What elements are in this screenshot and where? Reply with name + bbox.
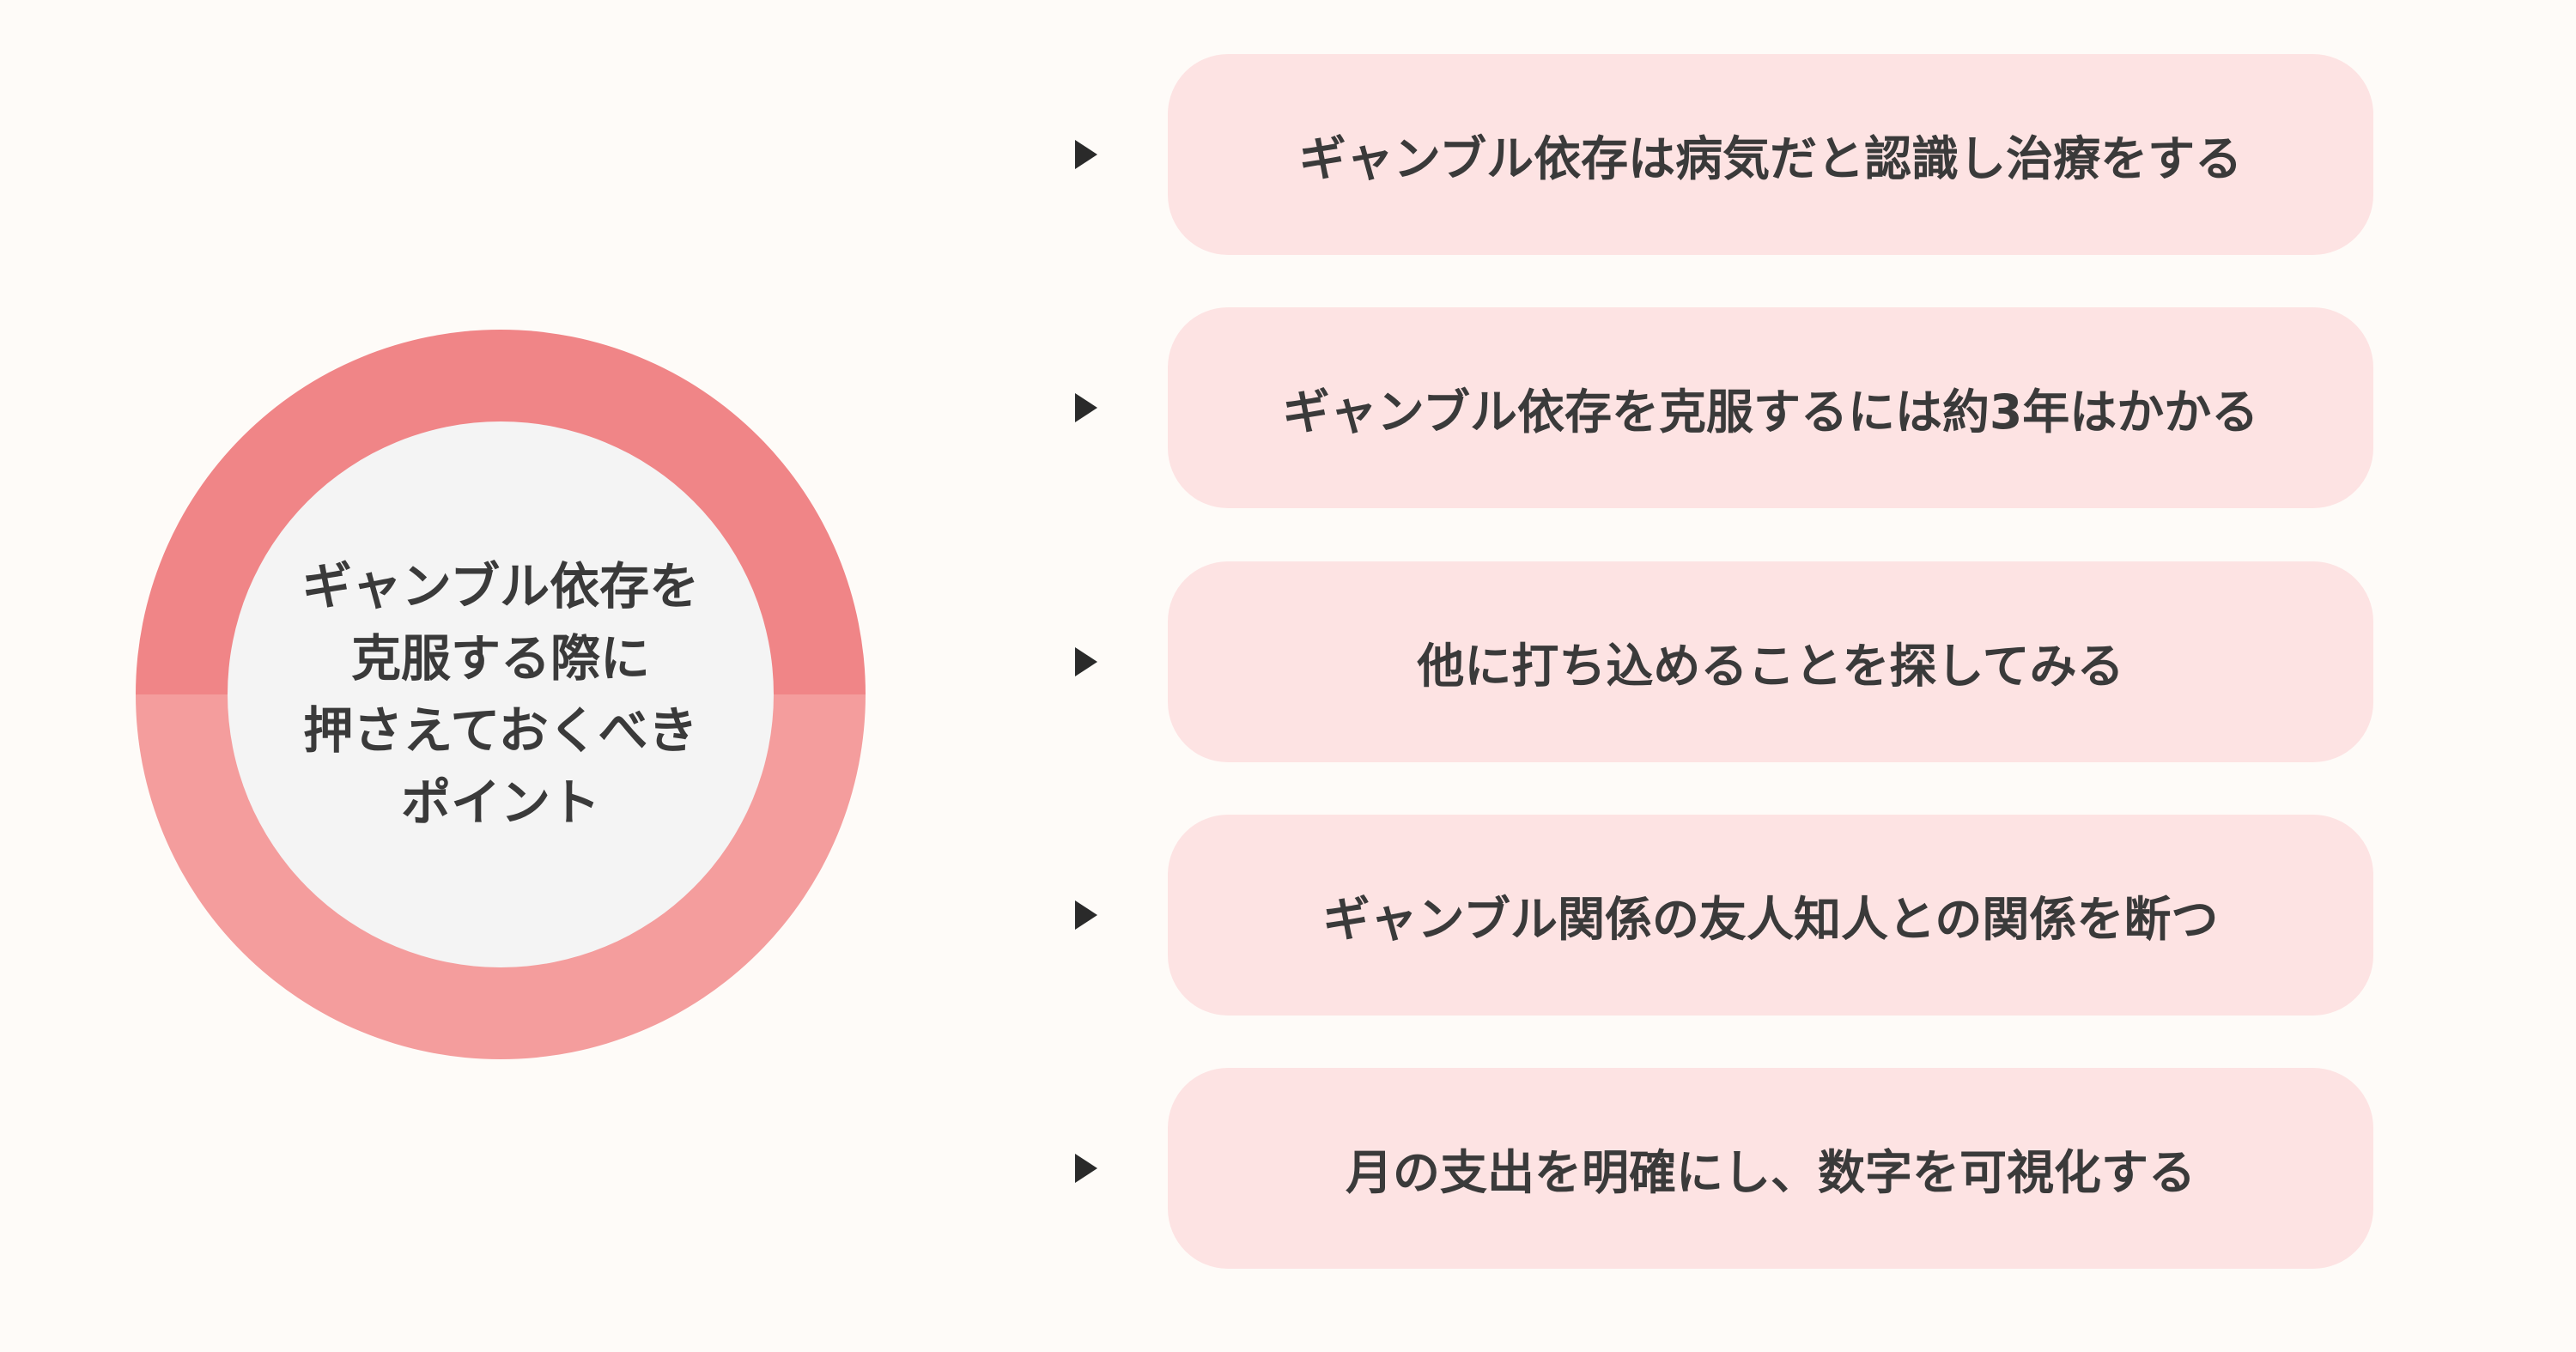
list-item: 月の支出を明確にし、数字を可視化する	[0, 1068, 2576, 1269]
list-item: ギャンブル関係の友人知人との関係を断つ	[0, 815, 2576, 1016]
triangle-right-icon	[1075, 393, 1097, 422]
center-circle: ギャンブル依存を 克服する際に 押さえておくべき ポイント	[228, 421, 774, 967]
point-label: 月の支出を明確にし、数字を可視化する	[1345, 1145, 2196, 1200]
triangle-right-icon	[1075, 900, 1097, 930]
center-title: ギャンブル依存を 克服する際に 押さえておくべき ポイント	[301, 557, 700, 832]
point-box: 月の支出を明確にし、数字を可視化する	[1168, 1068, 2373, 1269]
triangle-right-icon	[1075, 140, 1097, 169]
point-box: ギャンブル依存は病気だと認識し治療をする	[1168, 54, 2373, 255]
point-box: ギャンブル依存を克服するには約3年はかかる	[1168, 307, 2373, 508]
point-label: ギャンブル依存は病気だと認識し治療をする	[1298, 131, 2243, 186]
point-box: 他に打ち込めることを探してみる	[1168, 561, 2373, 762]
list-item: ギャンブル依存は病気だと認識し治療をする	[0, 54, 2576, 255]
triangle-right-icon	[1075, 1154, 1097, 1183]
list-item: 他に打ち込めることを探してみる	[0, 561, 2576, 762]
triangle-right-icon	[1075, 647, 1097, 676]
point-label: ギャンブル依存を克服するには約3年はかかる	[1282, 385, 2259, 440]
center-ring: ギャンブル依存を 克服する際に 押さえておくべき ポイント	[136, 330, 866, 1059]
point-label: 他に打ち込めることを探してみる	[1417, 639, 2124, 694]
list-item: ギャンブル依存を克服するには約3年はかかる	[0, 307, 2576, 508]
point-label: ギャンブル関係の友人知人との関係を断つ	[1322, 892, 2219, 947]
point-box: ギャンブル関係の友人知人との関係を断つ	[1168, 815, 2373, 1016]
